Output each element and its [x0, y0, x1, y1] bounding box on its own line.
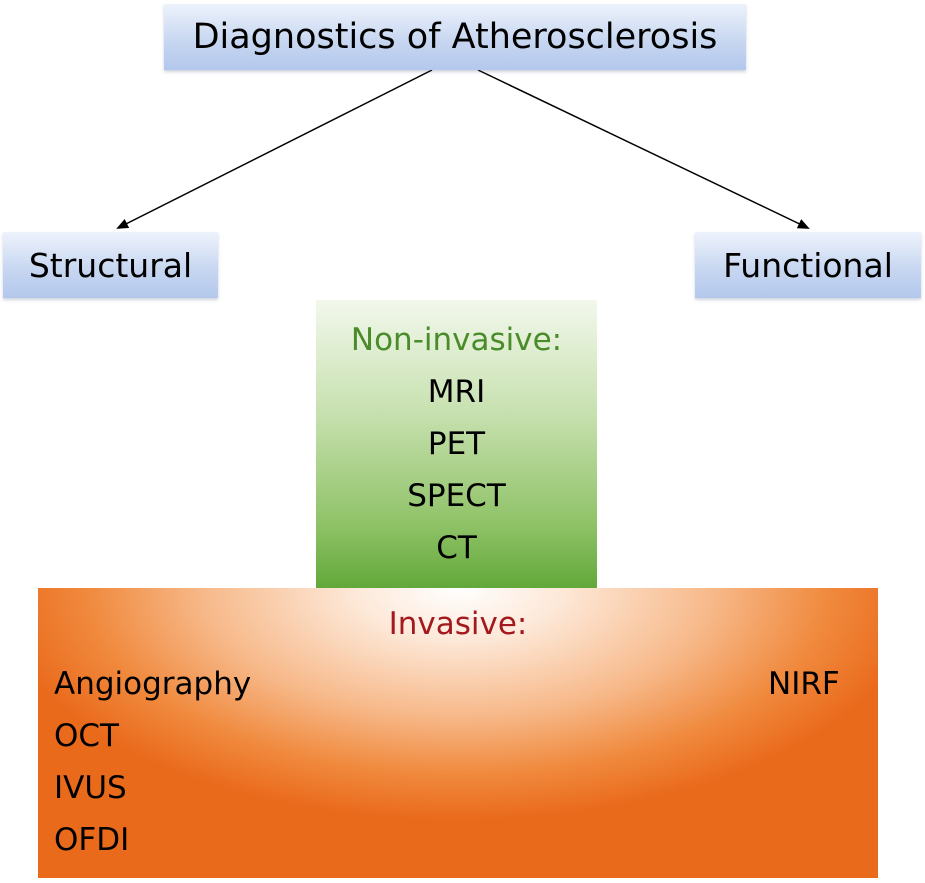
- invasive-functional-item: NIRF: [768, 666, 840, 702]
- non-invasive-item: MRI: [427, 374, 486, 410]
- arrow-to-functional: [477, 69, 810, 229]
- invasive-title: Invasive:: [388, 606, 528, 642]
- structural-label: Structural: [28, 245, 193, 285]
- arrow-to-structural: [116, 69, 433, 229]
- non-invasive-box: Non-invasive: MRI PET SPECT CT: [316, 300, 597, 588]
- functional-label: Functional: [723, 245, 893, 285]
- structural-node: Structural: [3, 232, 218, 298]
- non-invasive-item: CT: [436, 530, 477, 566]
- invasive-structural-item: IVUS: [54, 770, 127, 806]
- functional-node: Functional: [695, 232, 921, 298]
- root-node: Diagnostics of Atherosclerosis: [164, 4, 746, 70]
- invasive-structural-item: Angiography: [54, 666, 252, 702]
- root-label: Diagnostics of Atherosclerosis: [192, 17, 718, 57]
- invasive-structural-list: Angiography OCT IVUS OFDI: [54, 658, 251, 866]
- invasive-box: Invasive: Angiography OCT IVUS OFDI NIRF: [38, 588, 878, 878]
- non-invasive-item: PET: [427, 426, 486, 462]
- invasive-functional-list: NIRF: [768, 658, 840, 710]
- invasive-structural-item: OFDI: [54, 822, 130, 858]
- non-invasive-title: Non-invasive:: [350, 322, 563, 358]
- invasive-structural-item: OCT: [54, 718, 119, 754]
- non-invasive-item: SPECT: [407, 478, 506, 514]
